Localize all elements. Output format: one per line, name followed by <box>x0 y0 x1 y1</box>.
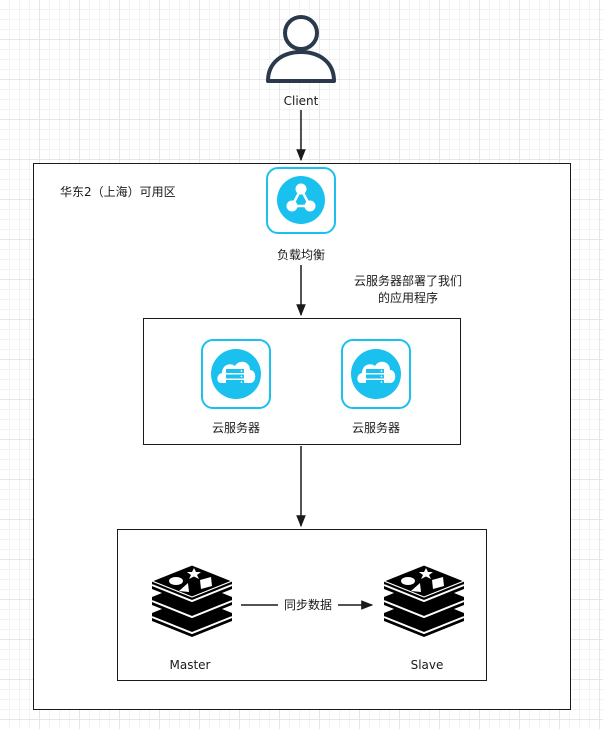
redis-slave-icon <box>382 564 466 637</box>
redis-slave-label: Slave <box>410 658 444 672</box>
cloud-server-label-1: 云服务器 <box>211 421 260 435</box>
deploy-note-line1: 云服务器部署了我们 <box>353 274 462 288</box>
redis-master-label: Master <box>169 658 211 672</box>
redis-master-icon <box>150 564 234 637</box>
load-balancer-icon <box>277 176 325 224</box>
cloud-server-icon <box>351 349 401 399</box>
user-icon <box>266 15 336 83</box>
load-balancer-tile <box>266 167 336 234</box>
cloud-server-icon <box>211 349 261 399</box>
client-label: Client <box>283 94 319 108</box>
cloud-server-tile-1 <box>201 339 271 409</box>
cloud-server-label-2: 云服务器 <box>351 421 400 435</box>
sync-data-label: 同步数据 <box>278 597 338 613</box>
availability-zone-title: 华东2（上海）可用区 <box>60 185 176 199</box>
cloud-server-tile-2 <box>341 339 411 409</box>
load-balancer-label: 负载均衡 <box>276 248 325 262</box>
deploy-note-line2: 的应用程序 <box>377 291 438 305</box>
